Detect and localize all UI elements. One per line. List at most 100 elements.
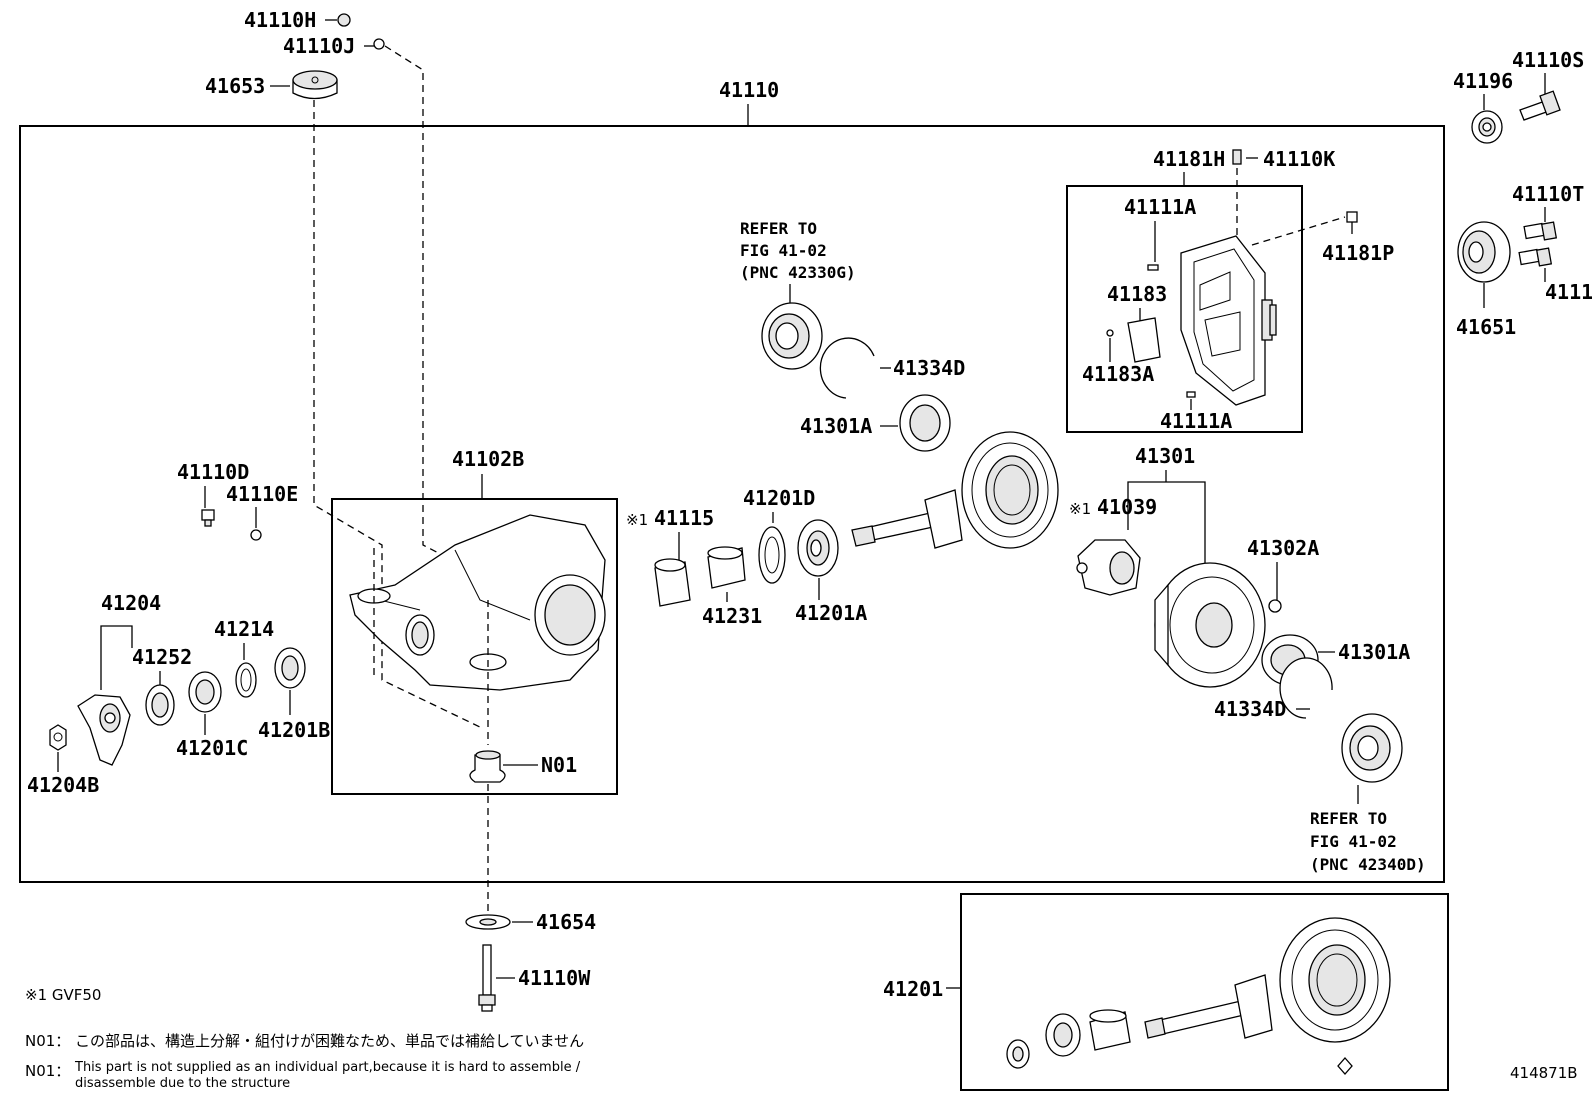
bolt-41181P-icon [1346,211,1358,234]
refer-top-line2: FIG 41-02 [740,241,827,260]
spacer-small-icon [1089,1009,1131,1051]
footnote-n01-jp: この部品は、構造上分解・組付けが困難なため、単品では補給していません [75,1032,584,1050]
label-41110: 41110 [719,78,779,102]
label-41334D-b: 41334D [1214,697,1286,721]
ring-pinion-set-frame [960,893,1449,1091]
pin-41111A-upper-icon [1147,264,1159,271]
label-41110E: 41110E [226,482,298,506]
label-41201: 41201 [883,977,943,1001]
housing-subframe [331,498,618,795]
label-N01: N01 [541,753,577,777]
label-41110T-a: 41110T [1512,182,1584,206]
refer-top-line3: (PNC 42330G) [740,263,856,282]
label-41110K: 41110K [1263,147,1335,171]
washer-41201D-icon [758,526,786,584]
main-assembly-frame [19,125,1445,883]
label-41231: 41231 [702,604,762,628]
footnote-n01-jp-prefix: N01： [25,1032,70,1050]
bolt-41110T-upper-icon [1523,221,1558,241]
footnote-n01-en-line2: disassemble due to the structure [75,1076,290,1091]
bearing-small-icon [1045,1013,1081,1057]
spacer-41214-icon [235,662,257,698]
bolt-41110S-icon [1519,90,1561,121]
label-41204B: 41204B [27,773,99,797]
plug-41110H-icon [337,13,351,27]
label-41201A: 41201A [795,601,867,625]
label-41214: 41214 [214,617,274,641]
label-41110H: 41110H [244,8,316,32]
label-41110T-b: 41110T [1545,280,1592,304]
label-41111A-a: 41111A [1124,195,1196,219]
bolt-41110W-icon [478,944,496,1012]
plug-41110D-icon [201,509,215,527]
label-41110S: 41110S [1512,48,1584,72]
label-41102B: 41102B [452,447,524,471]
label-41201B: 41201B [258,718,330,742]
label-41110J: 41110J [283,34,355,58]
label-41111A-b: 41111A [1160,409,1232,433]
footnote-n01-en-prefix: N01： [25,1062,70,1080]
rivet-41183A-icon [1106,329,1114,337]
snap-ring-41334D-upper-icon [819,337,875,399]
differential-case-icon [1154,562,1266,688]
plug-41302A-icon [1268,599,1282,613]
label-41039: 41039 [1097,495,1157,519]
label-41301: 41301 [1135,444,1195,468]
label-41110W: 41110W [518,966,591,990]
dust-deflector-41252-icon [145,684,175,726]
spacer-41115-icon [654,558,691,607]
label-41301A-b: 41301A [1338,640,1410,664]
label-41654: 41654 [536,910,596,934]
bolt-41110T-lower-icon [1518,247,1553,267]
mark-41115: ※1 [626,511,648,529]
footnote-gvf50: ※1 GVF50 [25,986,101,1004]
label-41302A: 41302A [1247,536,1319,560]
mark-41039: ※1 [1069,500,1091,518]
snap-ring-41334D-lower-icon [1279,657,1333,719]
oil-seal-upper-icon [761,302,823,370]
diff-case-41039-icon [1076,539,1141,596]
refer-bottom-line3: (PNC 42340D) [1310,855,1426,874]
label-41301A-a: 41301A [800,414,872,438]
differential-housing-icon [349,514,606,691]
nut-small-icon [1006,1039,1030,1069]
label-41181P: 41181P [1322,241,1394,265]
label-41183A: 41183A [1082,362,1154,386]
mount-cushion-41653-icon [292,70,338,100]
label-41201C: 41201C [176,736,248,760]
ring-pinion-set-icon [1006,917,1391,1075]
washer-41654-icon [465,914,511,930]
figure-id: 414871B [1510,1064,1578,1082]
label-41334D-a: 41334D [893,356,965,380]
refer-bottom-line2: FIG 41-02 [1310,832,1397,851]
label-41651: 41651 [1456,315,1516,339]
refer-bottom-line1: REFER TO [1310,809,1387,828]
breather-41181H-icon [1232,149,1242,165]
bearing-41201B-icon [274,647,306,689]
oil-seal-lower-icon [1341,713,1403,783]
flange-41204-icon [77,694,131,766]
label-41110D: 41110D [177,460,249,484]
drive-pinion-icon [851,489,963,549]
label-41204: 41204 [101,591,161,615]
bearing-41301A-upper-icon [899,394,951,452]
ring-gear-icon [961,431,1059,549]
gasket-41110E-icon [250,529,262,541]
label-41201D: 41201D [743,486,815,510]
bearing-41196-icon [1471,110,1503,144]
mount-41651-icon [1457,221,1511,283]
oil-seal-41201C-icon [188,671,222,713]
footnote-n01-en-line1: This part is not supplied as an individu… [74,1060,581,1075]
label-41196: 41196 [1453,69,1513,93]
rear-cover-icon [1180,235,1277,406]
gasket-41110J-icon [373,38,385,50]
nameplate-41183-icon [1127,317,1161,363]
label-41181H: 41181H [1153,147,1225,171]
label-41115: 41115 [654,506,714,530]
label-41252: 41252 [132,645,192,669]
bearing-41201A-icon [797,519,839,577]
label-41653: 41653 [205,74,265,98]
refer-top-line1: REFER TO [740,219,817,238]
label-41183: 41183 [1107,282,1167,306]
